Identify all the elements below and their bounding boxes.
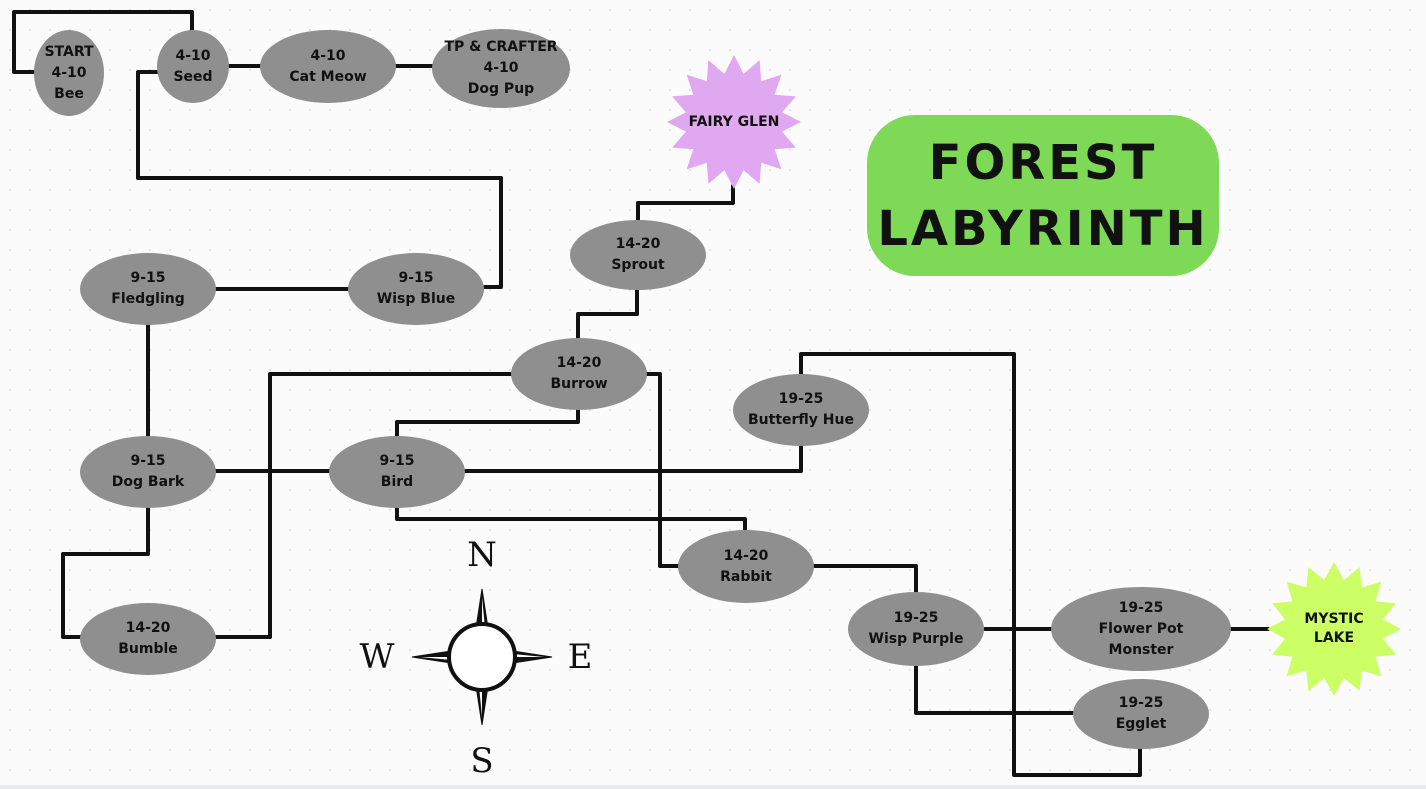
node-label: 19-25 [778,391,824,407]
node-bumble: 14-20 Bumble [80,603,216,675]
node-butterfly-hue: 19-25 Butterfly Hue [733,374,869,446]
node-label: Dog Pup [467,81,535,97]
destination-text: FAIRY GLEN [688,113,780,130]
canvas-bottom-edge [0,785,1426,789]
node-label: Seed [173,68,213,85]
node-label: Burrow [550,376,608,392]
path-start-seed [12,10,194,74]
node-label: Fledgling [111,291,185,307]
node-label: 14-20 [615,236,661,252]
path-burrow-rabbit [644,372,681,568]
node-label: 19-25 [1118,599,1164,616]
destination-text: LAKE [1313,630,1355,646]
path-burrow-sprout [576,287,639,340]
node-wisp-purple: 19-25 Wisp Purple [848,592,984,666]
node-fledgling: 9-15 Fledgling [80,253,216,325]
path-wisppurple-egglet [914,663,1077,715]
node-label: Dog Bark [111,474,185,490]
node-label: Bumble [118,641,178,657]
node-label: Egglet [1115,716,1167,732]
node-flower-pot-monster: 19-25 Flower Pot Monster [1051,587,1231,671]
node-label: Wisp Purple [868,631,964,647]
node-label: 19-25 [893,610,939,626]
node-wisp-blue: 9-15 Wisp Blue [348,253,484,325]
node-label: Bird [380,474,414,490]
node-burrow: 14-20 Burrow [511,338,647,410]
compass-south-label: S [470,741,494,781]
path-dogbark-bumble [61,505,150,639]
mystic-lake-star [1267,562,1401,696]
node-label: TP & CRAFTER [444,39,558,55]
node-label: 19-25 [1118,695,1164,711]
node-dog-pup: TP & CRAFTER 4-10 Dog Pup [432,29,570,108]
title-line-2: LABYRINTH [877,200,1209,257]
path-bird-rabbit [395,505,747,533]
node-label: 14-20 [723,547,769,564]
node-label: 9-15 [130,270,166,286]
node-label: 4-10 [175,47,211,64]
node-label: Flower Pot [1098,620,1184,637]
node-dog-bark: 9-15 Dog Bark [80,436,216,508]
node-bird: 9-15 Bird [329,436,465,508]
compass-west-label: W [359,637,395,677]
path-seed-wispblue [136,70,503,289]
fairy-glen-label: FAIRY GLEN [666,54,802,190]
path-rabbit-wisppurple [811,564,918,595]
title-line-1: FOREST [928,134,1158,191]
node-label: 9-15 [379,453,415,469]
node-cat-meow: 4-10 Cat Meow [260,30,396,103]
path-butterfly-egglet [799,352,1142,777]
node-label: 4-10 [51,64,87,81]
title-banner: FOREST LABYRINTH [867,115,1219,276]
node-egglet: 19-25 Egglet [1073,679,1209,749]
node-label: Sprout [611,257,665,273]
node-label: Wisp Blue [376,291,456,307]
mystic-lake-label: MYSTIC LAKE [1266,561,1402,697]
node-label: Bee [54,85,84,102]
path-burrow-bird [395,407,580,439]
fairy-glen-star [667,55,801,189]
node-start-bee: START 4-10 Bee [34,30,104,116]
node-label: Monster [1108,641,1174,658]
destination-text: MYSTIC [1304,611,1364,627]
node-label: Cat Meow [289,68,367,85]
compass-rose-icon [411,588,553,726]
node-label: 14-20 [125,620,171,636]
path-sprout-fairyglen [636,184,735,225]
node-sprout: 14-20 Sprout [570,220,706,290]
path-bird-butterfly [462,444,803,473]
node-rabbit: 14-20 Rabbit [678,530,814,603]
node-seed: 4-10 Seed [157,30,229,103]
path-bumble-burrow [214,372,514,639]
node-label: 4-10 [310,47,346,64]
node-label: 9-15 [130,453,166,469]
compass-east-label: E [567,637,593,677]
node-label: 9-15 [398,270,434,286]
node-label: START [44,43,94,60]
node-label: Butterfly Hue [748,412,854,428]
node-label: 14-20 [556,355,602,371]
compass-north-label: N [467,535,497,575]
node-label: 4-10 [483,60,519,76]
node-label: Rabbit [720,568,772,585]
